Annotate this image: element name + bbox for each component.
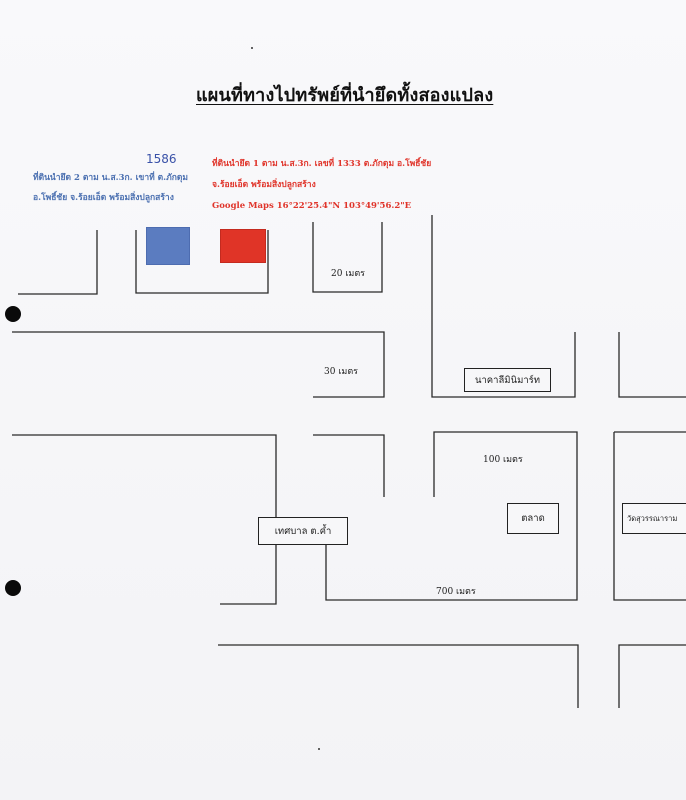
red-plot-line-2: จ.ร้อยเอ็ด พร้อมสิ่งปลูกสร้าง [212,180,316,190]
red-plot-description: ที่ดินนำยึด 1 ตาม น.ส.3ก. เลขที่ 1333 ต.… [212,154,432,217]
distance-700m: 700 เมตร [436,587,476,597]
blue-plot-marker [146,227,190,265]
landmark-municipality: เทศบาล ต.ค้ำ [258,517,348,545]
speck [251,47,253,49]
binder-hole-bottom [5,580,21,596]
distance-30m: 30 เมตร [324,367,359,377]
blue-plot-line-2: อ.โพธิ์ชัย จ.ร้อยเอ็ด พร้อมสิ่งปลูกสร้าง [33,193,174,203]
red-plot-marker [220,229,266,263]
binder-hole-top [5,306,21,322]
speck [318,748,320,750]
map-title: แผนที่ทางไปทรัพย์ที่นำยึดทั้งสองแปลง [196,85,494,106]
landmark-market: ตลาด [507,503,559,534]
red-plot-coordinates: Google Maps 16°22'25.4"N 103°49'56.2"E [212,201,412,211]
blue-plot-description: ที่ดินนำยึด 2 ตาม น.ส.3ก. เขาที่ ต.ภักดุ… [33,168,208,208]
blue-plot-line-1: ที่ดินนำยึด 2 ตาม น.ส.3ก. เขาที่ ต.ภักดุ… [33,173,189,183]
distance-20m: 20 เมตร [331,269,366,279]
landmark-temple: วัดสุวรรณาราม [622,503,686,534]
handwritten-plot-number: 1586 [146,152,177,166]
red-plot-line-1: ที่ดินนำยึด 1 ตาม น.ส.3ก. เลขที่ 1333 ต.… [212,159,432,169]
landmark-minimart: นาคาลีมินิมาร์ท [464,368,551,392]
distance-100m: 100 เมตร [483,455,523,465]
